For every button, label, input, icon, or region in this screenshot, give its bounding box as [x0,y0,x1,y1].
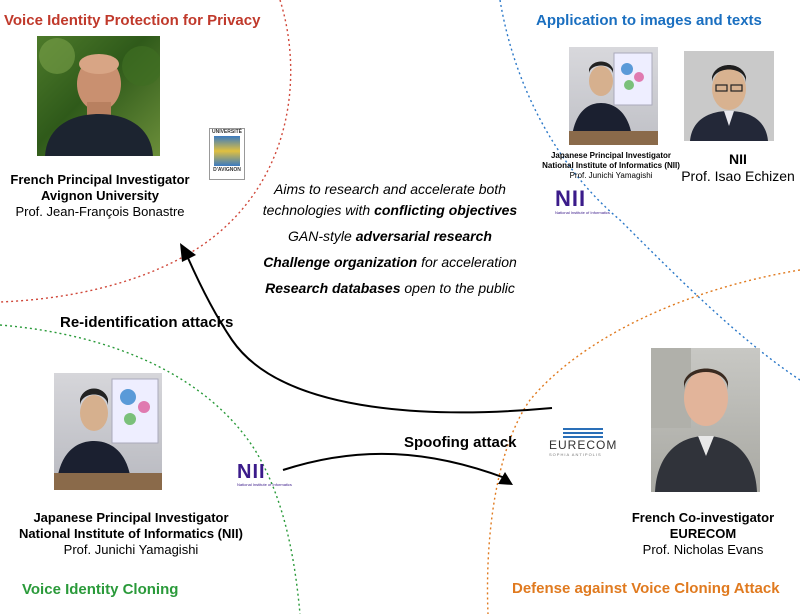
bottom-right-quadrant-title: Defense against Voice Cloning Attack [512,580,780,597]
eurecom-logo: EURECOM SOPHIA ANTIPOLIS [549,428,621,460]
center-line-2: technologies with conflicting objectives [262,202,518,218]
yamagishi-role: Japanese Principal Investigator [33,510,229,525]
spoofing-arrow [282,452,506,479]
center-line-5: Research databases open to the public [265,280,515,296]
reidentification-label: Re-identification attacks [60,314,234,331]
yamagishi-small-role: Japanese Principal Investigator [550,151,672,160]
center-line-3: GAN-style adversarial research [288,228,492,244]
bonastre-caption: French Principal Investigator Avignon Un… [0,172,200,220]
bonastre-org: Avignon University [41,188,159,203]
bottom-right-divider-curve [486,269,800,614]
bonastre-name: Prof. Jean-François Bonastre [15,204,185,219]
eurecom-logo-subtext: SOPHIA ANTIPOLIS [549,452,602,457]
nii-logo-bottom-text: NII [237,461,266,483]
evans-photo [651,348,760,492]
bottom-left-divider-curve [0,324,301,614]
top-right-quadrant-title: Application to images and texts [536,12,762,29]
top-right-divider-curve [499,0,800,381]
evans-org: EURECOM [669,526,737,541]
yamagishi-small-caption: Japanese Principal Investigator National… [536,151,686,181]
nii-logo-top: NII National Institute of Informatics [555,188,617,218]
yamagishi-photo [54,373,162,490]
bonastre-role: French Principal Investigator [10,172,190,187]
avignon-logo-text-bottom: D'AVIGNON [213,167,241,173]
yamagishi-small-org: National Institute of Informatics (NII) [542,161,680,170]
bottom-left-quadrant-title: Voice Identity Cloning [22,581,179,598]
nii-logo-bottom: NII National Institute of Informatics [237,462,299,492]
spoofing-label: Spoofing attack [404,434,517,451]
echizen-name: Prof. Isao Echizen [681,168,795,184]
yamagishi-org: National Institute of Informatics (NII) [19,526,243,541]
echizen-caption: NII Prof. Isao Echizen [679,151,797,185]
spoofing-arrowhead [498,472,513,485]
nii-logo-top-subtext: National Institute of Informatics [555,210,610,215]
top-left-divider-curve [0,0,292,303]
avignon-logo-text-top: UNIVERSITÉ [211,129,242,135]
top-left-quadrant-title: Voice Identity Protection for Privacy [4,12,261,29]
reidentification-arrowhead [180,243,196,262]
center-line-1: Aims to research and accelerate both [274,181,506,197]
echizen-org: NII [729,151,747,167]
yamagishi-name: Prof. Junichi Yamagishi [63,542,199,557]
yamagishi-caption: Japanese Principal Investigator National… [0,510,262,558]
echizen-photo [684,51,774,141]
avignon-university-logo: UNIVERSITÉ D'AVIGNON [209,128,245,180]
center-objectives-text: Aims to research and accelerate both tec… [230,181,550,297]
yamagishi-small-photo [569,47,658,145]
yamagishi-small-name: Prof. Junichi Yamagishi [569,171,653,180]
evans-caption: French Co-investigator EURECOM Prof. Nic… [610,510,796,558]
eurecom-logo-text: EURECOM [549,438,618,452]
center-line-4: Challenge organization for acceleration [263,254,517,270]
nii-logo-bottom-subtext: National Institute of Informatics [237,482,292,487]
reidentification-arrow [187,257,553,414]
bonastre-photo [37,36,160,156]
evans-role: French Co-investigator [631,510,775,525]
nii-logo-top-text: NII [555,186,587,211]
evans-name: Prof. Nicholas Evans [642,542,764,557]
